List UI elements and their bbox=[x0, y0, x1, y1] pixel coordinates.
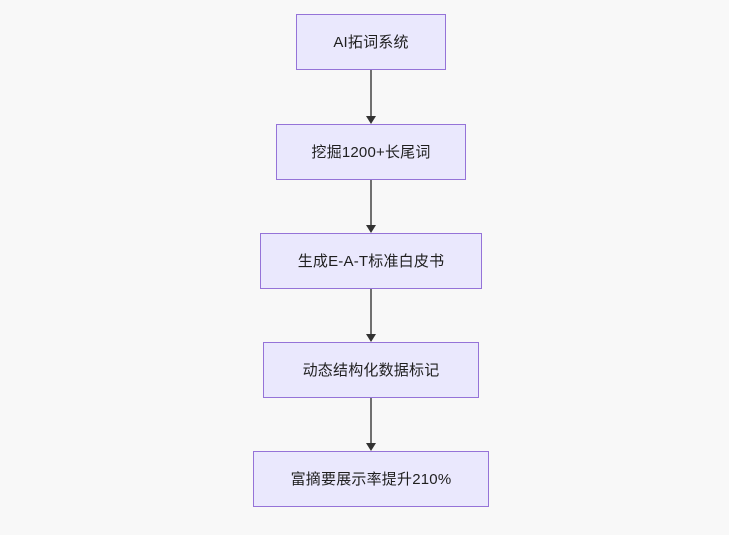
flow-node-n2[interactable]: 挖掘1200+长尾词 bbox=[276, 124, 466, 180]
flow-node-n4[interactable]: 动态结构化数据标记 bbox=[263, 342, 479, 398]
flow-node-n5[interactable]: 富摘要展示率提升210% bbox=[253, 451, 489, 507]
flow-edge-n4-to-n5 bbox=[365, 398, 377, 451]
arrow-head-icon bbox=[366, 116, 376, 124]
flow-edge-n1-to-n2 bbox=[365, 70, 377, 124]
flow-node-label: AI拓词系统 bbox=[333, 33, 409, 51]
arrow-head-icon bbox=[366, 334, 376, 342]
edge-line-icon bbox=[370, 180, 372, 225]
edge-line-icon bbox=[370, 70, 372, 116]
arrow-head-icon bbox=[366, 225, 376, 233]
flow-edge-n3-to-n4 bbox=[365, 289, 377, 342]
flow-node-n1[interactable]: AI拓词系统 bbox=[296, 14, 446, 70]
flow-node-n3[interactable]: 生成E-A-T标准白皮书 bbox=[260, 233, 482, 289]
flow-node-label: 动态结构化数据标记 bbox=[302, 361, 440, 379]
flow-node-label: 挖掘1200+长尾词 bbox=[311, 143, 431, 161]
flow-node-label: 生成E-A-T标准白皮书 bbox=[297, 252, 445, 270]
arrow-head-icon bbox=[366, 443, 376, 451]
edge-line-icon bbox=[370, 289, 372, 334]
edge-line-icon bbox=[370, 398, 372, 443]
flow-node-label: 富摘要展示率提升210% bbox=[290, 470, 452, 488]
flow-edge-n2-to-n3 bbox=[365, 180, 377, 233]
